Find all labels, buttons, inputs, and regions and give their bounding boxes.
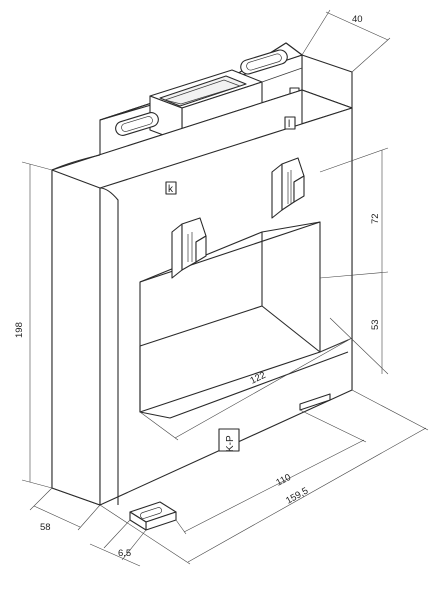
terminal-label-k: k [168, 184, 174, 195]
dim-base-width: 110 [274, 472, 292, 489]
dimension-lines [21, 9, 429, 567]
dim-foot-offset: 6,5 [118, 548, 131, 559]
dim-height-total: 198 [14, 322, 25, 338]
dim-base-width-total: 159,5 [284, 485, 310, 506]
primary-marking: K-P [218, 428, 240, 452]
terminal-clip-left [171, 217, 207, 279]
right-foot-notch [299, 393, 331, 411]
terminal-label-l-box: l [284, 116, 296, 130]
primary-marking-text: K-P [225, 435, 236, 452]
dim-depth-base: 58 [40, 522, 51, 533]
dim-window-height-upper: 72 [370, 213, 381, 224]
dim-window-height-lower: 53 [370, 319, 381, 330]
terminal-label-k-box: k [165, 181, 177, 195]
dim-depth-top: 40 [352, 14, 363, 25]
mounting-foot [129, 501, 177, 531]
terminal-clip-right [271, 157, 305, 219]
terminal-label-l: l [288, 119, 290, 130]
